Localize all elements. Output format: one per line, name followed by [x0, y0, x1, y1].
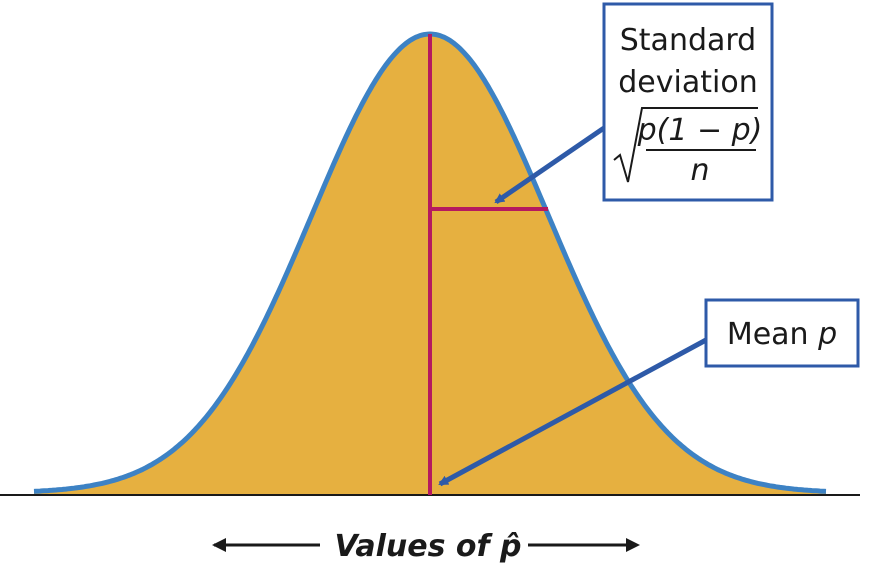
sqrt-radical-icon	[613, 107, 758, 183]
mean-label-text: Mean	[727, 317, 818, 352]
left-arrowhead-icon	[212, 538, 226, 552]
mean-label: Mean p	[727, 317, 837, 352]
axis-label: Values of p̂	[334, 529, 521, 564]
std-deviation-box	[602, 2, 774, 202]
std-arrow	[494, 125, 606, 205]
mean-callout: Mean p	[704, 298, 860, 368]
std-deviation-callout: Standard deviation p(1 − p) n	[602, 2, 774, 202]
std-label-line2: deviation	[618, 65, 757, 100]
std-denominator: n	[690, 153, 709, 188]
std-label-line1: Standard	[620, 23, 756, 58]
mean-arrow	[438, 337, 708, 487]
axis-caption: Values of p̂	[212, 529, 640, 564]
mean-box	[704, 298, 860, 368]
axis-symbol: p̂	[499, 529, 521, 564]
right-arrowhead-icon	[626, 538, 640, 552]
axis-label-text: Values of	[334, 529, 500, 564]
std-numerator: p(1 − p)	[637, 113, 763, 148]
mean-symbol: p	[817, 317, 837, 352]
